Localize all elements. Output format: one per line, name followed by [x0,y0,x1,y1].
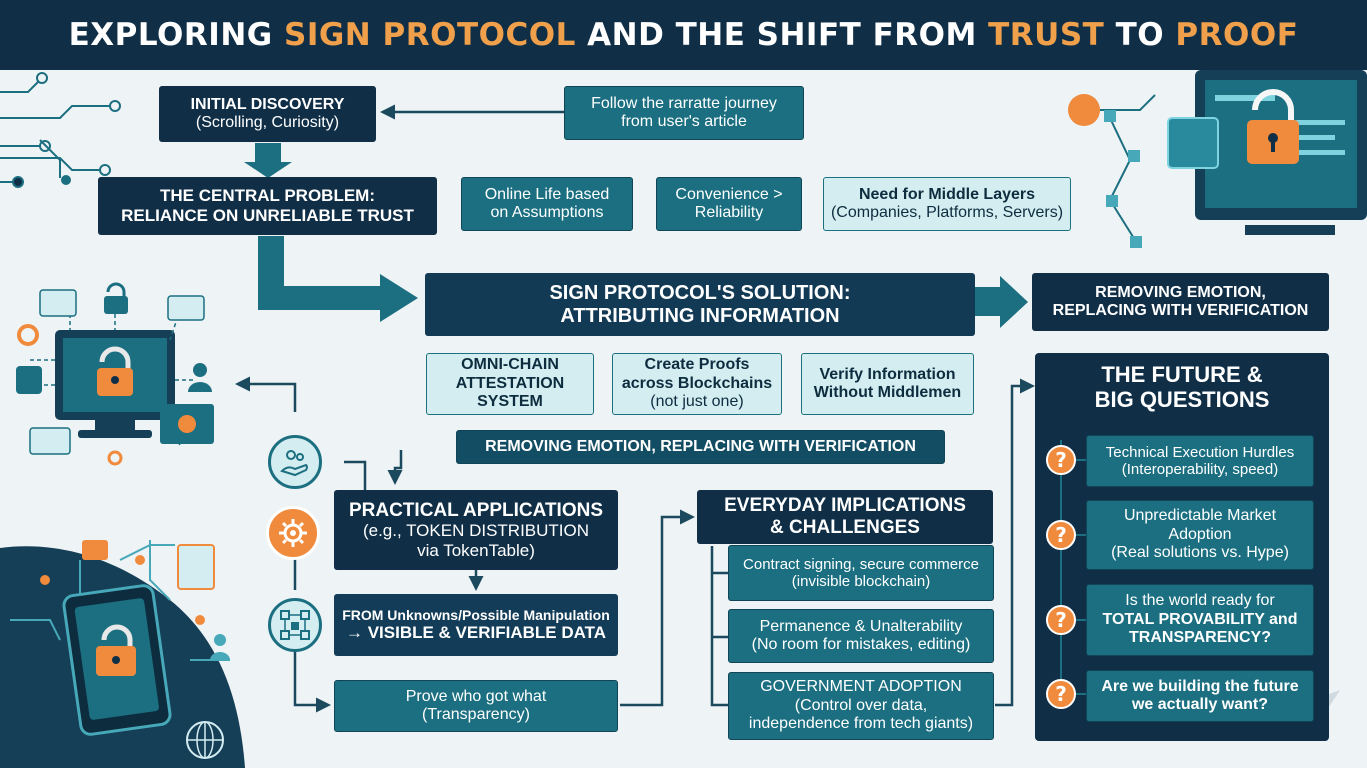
initial-discovery-node: INITIAL DISCOVERY (Scrolling, Curiosity) [159,86,376,142]
central-problem-node: THE CENTRAL PROBLEM: RELIANCE ON UNRELIA… [98,177,437,235]
removing-emotion-top-node: REMOVING EMOTION, REPLACING WITH VERIFIC… [1032,273,1329,331]
question-technical: Technical Execution Hurdles (Interoperab… [1086,435,1314,487]
middle-layers-node: Need for Middle Layers (Companies, Platf… [823,177,1071,231]
create-proofs-node: Create Proofs across Blockchains (not ju… [612,353,782,415]
question-icon: ? [1046,520,1076,550]
practical-applications-node: PRACTICAL APPLICATIONS (e.g., TOKEN DIST… [334,490,618,570]
question-future-want: Are we building the future we actually w… [1086,670,1314,722]
prove-who-node: Prove who got what (Transparency) [334,680,618,732]
question-icon: ? [1046,445,1076,475]
follow-journey-node: Follow the rarratte journey from user's … [564,86,804,140]
question-icon: ? [1046,679,1076,709]
network-computer-illustration [16,284,214,464]
everyday-implications-node: EVERYDAY IMPLICATIONS & CHALLENGES [697,490,993,544]
question-world-ready: Is the world ready for TOTAL PROVABILITY… [1086,584,1314,656]
government-adoption-node: GOVERNMENT ADOPTION (Control over data, … [728,672,994,740]
permanence-node: Permanence & Unalterability (No room for… [728,609,994,663]
from-unknowns-node: FROM Unknowns/Possible Manipulation → VI… [334,594,618,656]
omni-chain-node: OMNI-CHAIN ATTESTATION SYSTEM [426,353,594,415]
verify-info-node: Verify Information Without Middlemen [801,353,974,415]
gear-icon [266,506,320,560]
computer-lock-illustration [1068,70,1367,248]
circuit-lines-top-left [0,73,120,187]
solution-node: SIGN PROTOCOL'S SOLUTION: ATTRIBUTING IN… [425,273,975,336]
handshake-icon [268,435,322,489]
removing-emotion-bar: REMOVING EMOTION, REPLACING WITH VERIFIC… [456,430,945,464]
question-market: Unpredictable Market Adoption (Real solu… [1086,500,1314,570]
online-life-node: Online Life based on Assumptions [461,177,633,231]
convenience-node: Convenience > Reliability [656,177,802,231]
future-heading: THE FUTURE & BIG QUESTIONS [1035,357,1329,417]
network-lock-icon [268,598,322,652]
tablet-lock-illustration [0,540,245,768]
contract-signing-node: Contract signing, secure commerce (invis… [728,545,994,601]
question-icon: ? [1046,605,1076,635]
